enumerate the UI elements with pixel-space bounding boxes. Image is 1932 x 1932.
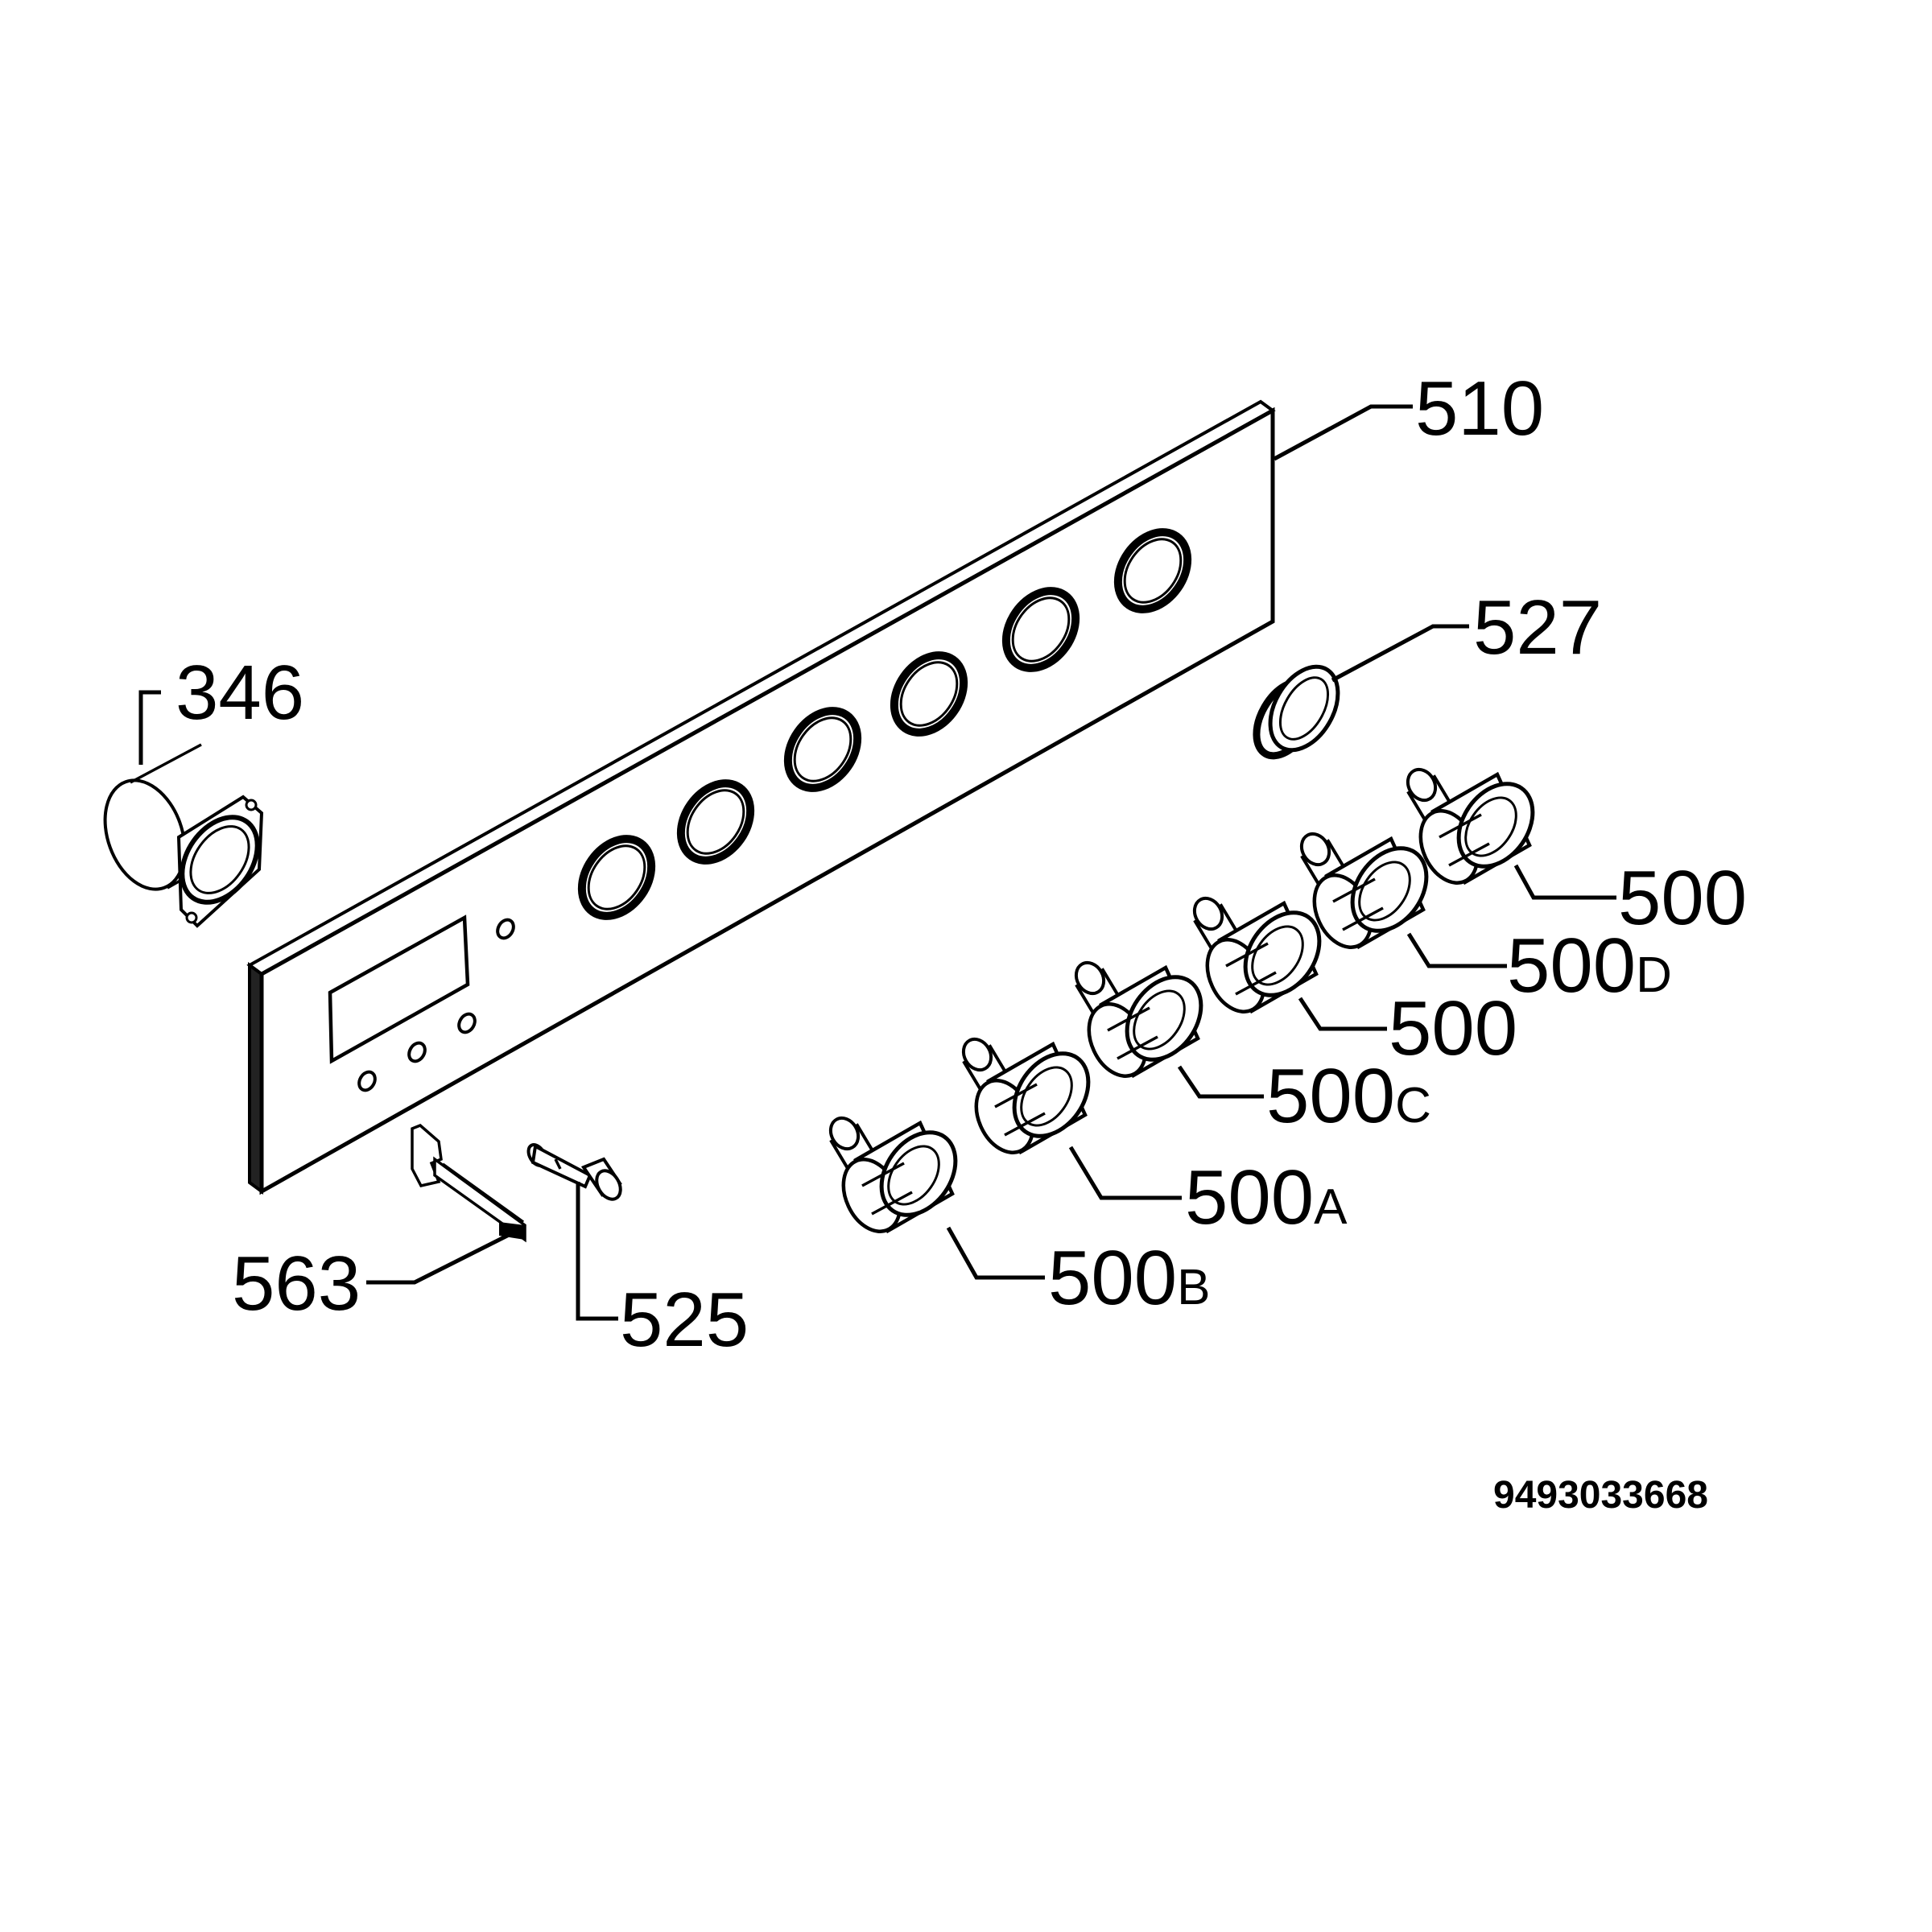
leader-line-500c xyxy=(1177,1065,1264,1099)
knob-500b xyxy=(828,1116,1045,1280)
label-563: 563 xyxy=(232,1241,361,1327)
leader-line-500-top xyxy=(1513,864,1616,900)
label-510: 510 xyxy=(1415,365,1544,452)
knob-500a xyxy=(961,1037,1182,1200)
label-500a: 500A xyxy=(1185,1154,1348,1241)
part-527-ring xyxy=(1253,624,1469,760)
knob-500-top xyxy=(1406,767,1616,900)
drawing-code: 9493033668 xyxy=(1493,1474,1708,1517)
leader-line-510 xyxy=(1273,404,1413,461)
display-window xyxy=(328,914,470,1064)
part-346-housing xyxy=(103,690,264,928)
label-346: 346 xyxy=(175,650,304,736)
button-hole xyxy=(357,1070,377,1092)
knob-hole xyxy=(1001,587,1080,672)
leader-line-500a xyxy=(1068,1146,1182,1200)
leader-line-500d xyxy=(1406,932,1507,968)
leader-line-500b xyxy=(946,1226,1045,1280)
leader-line-346 xyxy=(138,690,161,765)
button-hole xyxy=(407,1041,427,1063)
part-525-screw xyxy=(526,1143,622,1321)
label-525: 525 xyxy=(620,1277,749,1363)
knob-hole xyxy=(890,651,968,737)
knob-500-mid xyxy=(1192,896,1387,1031)
leader-line-527 xyxy=(1331,624,1469,683)
button-hole xyxy=(457,1012,477,1034)
label-500-mid: 500 xyxy=(1389,985,1517,1071)
label-500c: 500C xyxy=(1266,1053,1431,1139)
leader-line-563 xyxy=(366,1229,517,1285)
control-panel-510 xyxy=(246,399,1413,1195)
button-hole xyxy=(496,918,515,940)
knob-hole xyxy=(577,835,656,920)
label-527: 527 xyxy=(1473,584,1602,671)
knob-hole xyxy=(783,707,862,792)
label-500d: 500D xyxy=(1507,923,1672,1009)
label-500b: 500B xyxy=(1048,1235,1211,1321)
label-500-top: 500 xyxy=(1618,855,1747,941)
leader-line-525 xyxy=(576,1182,618,1321)
knob-500c xyxy=(1074,960,1264,1099)
knob-500d xyxy=(1299,832,1507,968)
leader-line-500-mid xyxy=(1298,997,1387,1031)
knob-hole xyxy=(1113,528,1192,613)
part-563-bracket xyxy=(366,1123,526,1285)
knob-hole xyxy=(676,779,755,865)
